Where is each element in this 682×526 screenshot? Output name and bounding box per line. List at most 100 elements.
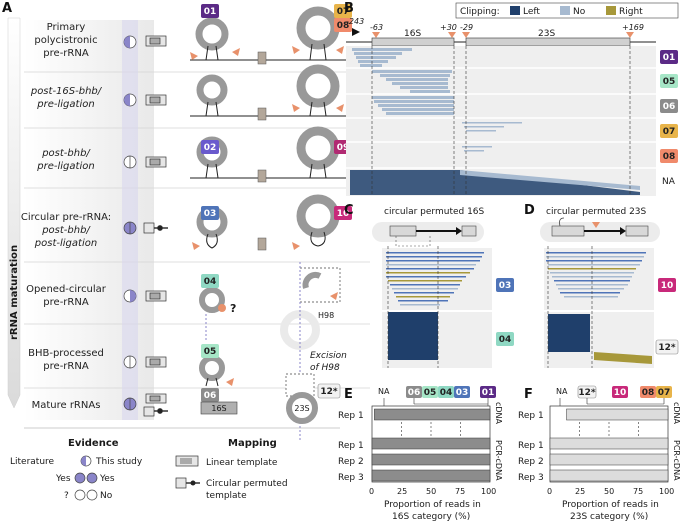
e-cat-03: 03 [456, 388, 469, 398]
e-tick-75: 75 [455, 487, 465, 496]
e-ticks: 0 25 50 75 100 [369, 487, 496, 496]
evidence-column [122, 20, 138, 420]
legend-no-label: No [573, 7, 586, 17]
excision-line2: of H98 [310, 363, 340, 373]
panel-c-badge-04 [496, 332, 514, 346]
panel-c-reads-03 [386, 252, 484, 306]
stage-1-line3: pre-rRNA [43, 48, 89, 59]
panel-e: E NA 06 05 04 03 01 Rep 1 Rep 1 Rep 2 Re… [338, 386, 503, 522]
badge-02-text: 02 [204, 143, 217, 153]
mapping-icons [143, 35, 168, 417]
f-tick-25: 25 [575, 487, 585, 496]
e-side-cdna: cDNA [494, 402, 503, 425]
f-cat-07: 07 [658, 388, 671, 398]
e-tick-0: 0 [369, 487, 374, 496]
linear-template-icon-3 [145, 156, 167, 168]
mature-16s-label: 16S [211, 404, 226, 413]
gene-16s [371, 37, 455, 47]
circular-template-label-1: Circular permuted [206, 479, 288, 489]
yes-label-1: Yes [55, 474, 71, 484]
row-badge-08-text: 08 [663, 152, 676, 162]
e-bars-bar-3 [371, 453, 491, 466]
legend-left-label: Left [523, 7, 540, 17]
panel-d-reads-12 [548, 314, 590, 352]
e-bars-bar-4 [371, 469, 491, 482]
gene-23s [465, 37, 631, 47]
f-tick-100: 100 [659, 487, 674, 496]
this-study-label: This study [95, 457, 143, 467]
evidence-stage-3 [123, 155, 137, 169]
f-bars-bar-3 [549, 453, 669, 466]
f-rep-1a: Rep 1 [518, 411, 544, 421]
reads-01 [352, 48, 412, 67]
badge-05 [201, 344, 219, 358]
reads-na [350, 170, 640, 195]
badge-08 [334, 18, 352, 32]
e-bars-bar-2 [371, 437, 491, 450]
badge-01-text: 01 [204, 7, 217, 17]
row-badge-01-text: 01 [663, 53, 676, 63]
panel-c-letter: C [344, 203, 354, 218]
schematic-stage-2 [190, 64, 350, 121]
evidence-circles [123, 35, 137, 411]
legend-no-swatch [560, 6, 570, 15]
badge-07 [334, 4, 352, 18]
schematic-stage-5: ? 04 H98 [199, 262, 341, 440]
evidence-stage-4 [123, 221, 137, 235]
q-label: ? [64, 491, 69, 501]
f-bars-bar-2 [549, 437, 669, 450]
schematic-stage-1: 01 07 08 [190, 4, 352, 65]
badge-06 [201, 388, 219, 402]
linear-template-icon-6 [145, 356, 167, 368]
evidence-title-text: Evidence [68, 438, 119, 449]
badge-06-text: 06 [204, 391, 217, 401]
e-tick-100: 100 [481, 487, 496, 496]
panel-d: D circular permuted 23S 10 [524, 203, 679, 368]
evidence-stage-6 [123, 355, 137, 369]
mapping-legend: Mapping Linear template Circular permute… [175, 438, 288, 501]
row-badge-05-text: 05 [663, 77, 676, 87]
stage-6-line1: BHB-processed [28, 348, 104, 359]
gene-16s-label: 16S [404, 29, 421, 39]
schematic-stage-4: 03 10 [192, 194, 352, 251]
pos-minus63: -63 [370, 23, 383, 32]
badge-04-text: 04 [204, 277, 217, 287]
mature-23s-label: 23S [294, 404, 309, 413]
f-cat-10: 10 [614, 388, 627, 398]
row-badge-05 [660, 74, 678, 88]
excision-line1: Excision [310, 351, 347, 361]
f-xlabel-1: Proportion of reads in [562, 500, 659, 510]
linear-template-icon-2 [145, 94, 167, 106]
pos-plus169: +169 [622, 23, 644, 32]
pos-plus30: +30 [440, 23, 457, 32]
legend-right-swatch [606, 6, 616, 15]
evidence-legend: Evidence Literature This study Yes Yes ?… [10, 427, 340, 501]
panel-c-badge-03 [496, 278, 514, 292]
stage-5-line2: pre-rRNA [43, 297, 89, 308]
reads-rows [346, 67, 656, 169]
panel-d-letter: D [524, 203, 535, 218]
badge-10-text: 10 [337, 209, 350, 219]
row-label-na: NA [662, 177, 676, 187]
row-badge-08 [660, 149, 678, 163]
e-xlabel-2: 16S category (%) [392, 512, 470, 522]
stage-4-line1: Circular pre-rRNA: [21, 212, 111, 223]
panel-d-title: circular permuted 23S [546, 207, 647, 217]
row-badge-06 [660, 99, 678, 113]
f-rep-2: Rep 2 [518, 457, 544, 467]
row-badge-06-text: 06 [663, 102, 676, 112]
f-side-pcr: PCR-cDNA [672, 440, 681, 481]
pos-minus29: -29 [460, 23, 473, 32]
panel-f-letter: F [524, 387, 533, 402]
mature-16s-block [200, 401, 238, 415]
panel-c-badge-03-text: 03 [499, 281, 512, 291]
panel-c-badge-04-text: 04 [499, 335, 512, 345]
panel-a: A rRNA maturation Primary polycistronic … [2, 1, 370, 501]
e-xlabel-1: Proportion of reads in [384, 500, 481, 510]
evidence-stage-1 [123, 35, 137, 49]
e-side-pcr: PCR-cDNA [494, 440, 503, 481]
f-cat-na: NA [556, 387, 568, 396]
e-cat-06: 06 [408, 388, 421, 398]
evidence-stage-5 [123, 289, 137, 303]
stage-labels: Primary polycistronic pre-rRNA post-16S-… [21, 22, 111, 411]
